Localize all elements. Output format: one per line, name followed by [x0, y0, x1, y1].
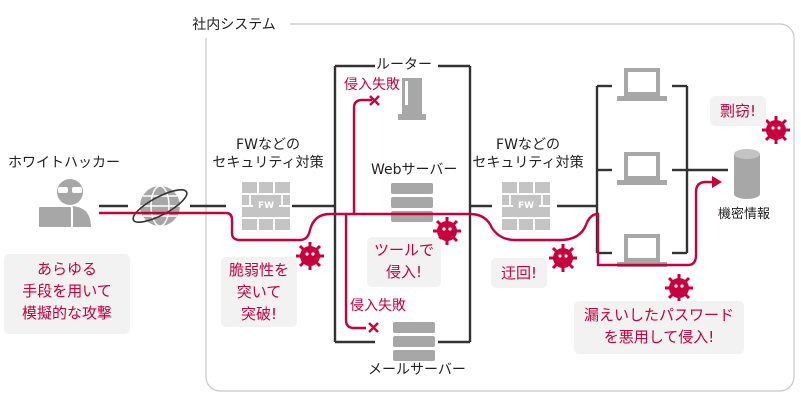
- router-icon: [398, 78, 426, 120]
- vulnerability-callout: 脆弱性を 突いて 突破!: [221, 257, 297, 327]
- virus-icon: [762, 116, 790, 144]
- firewall-left-line1: FWなどの: [236, 137, 300, 153]
- web-server-icon: [391, 183, 433, 222]
- laptop-icon: [617, 234, 667, 267]
- hacker-icon: [37, 179, 91, 229]
- password-line2: を悪用して侵入!: [603, 328, 715, 346]
- tool-line1: ツールで: [373, 241, 434, 259]
- firewall-right-badge: FW: [518, 201, 535, 211]
- vulnerability-line1: 脆弱性を: [228, 261, 289, 279]
- attack-means-callout: あらゆる 手段を用いて 模擬的な攻撃: [4, 254, 130, 334]
- system-boundary: [205, 23, 795, 392]
- router-label: ルーター: [376, 57, 432, 73]
- tool-line2: 侵入!: [385, 263, 422, 281]
- network-lines: [99, 64, 728, 344]
- firewall-left-badge: FW: [258, 201, 275, 211]
- attack-means-line1: あらゆる: [36, 260, 97, 278]
- detour-callout: 迂回!: [491, 258, 547, 288]
- firewall-left-icon: [242, 182, 290, 230]
- router-fail-label: 侵入失敗: [344, 77, 400, 93]
- system-title: 社内システム: [178, 12, 290, 38]
- detour-text: 迂回!: [500, 264, 537, 282]
- database-icon: [734, 149, 760, 199]
- firewall-left-label: FWなどの セキュリティ対策: [206, 136, 330, 172]
- vulnerability-line3: 突破!: [240, 305, 277, 323]
- laptop-icon: [617, 152, 667, 185]
- attack-means-line3: 模擬的な攻撃: [21, 304, 112, 322]
- close-icon: [368, 322, 379, 333]
- theft-text: 剽窃!: [719, 102, 756, 120]
- virus-icon: [665, 274, 693, 302]
- password-callout: 漏えいしたパスワード を悪用して侵入!: [574, 301, 744, 354]
- mail-server-label: メールサーバー: [368, 362, 466, 378]
- firewall-right-line1: FWなどの: [496, 137, 560, 153]
- firewall-right-line2: セキュリティ対策: [472, 155, 584, 171]
- internet-globe-icon: [132, 185, 188, 227]
- mail-fail-label: 侵入失敗: [350, 298, 406, 314]
- attack-arrowhead: [712, 176, 722, 188]
- mail-server-icon: [393, 322, 435, 361]
- tool-intrusion-callout: ツールで 侵入!: [367, 237, 441, 287]
- password-line1: 漏えいしたパスワード: [583, 306, 734, 324]
- virus-icon: [433, 217, 461, 245]
- attack-means-line2: 手段を用いて: [22, 282, 112, 300]
- vulnerability-line2: 突いて: [236, 283, 282, 301]
- firewall-left-line2: セキュリティ対策: [212, 155, 324, 171]
- web-server-label: Webサーバー: [371, 162, 458, 178]
- laptop-icon: [617, 68, 667, 101]
- database-label: 機密情報: [718, 207, 771, 222]
- firewall-right-icon: [502, 182, 550, 230]
- attacker-label: ホワイトハッカー: [8, 155, 120, 171]
- virus-icon: [296, 242, 324, 270]
- firewall-right-label: FWなどの セキュリティ対策: [466, 136, 590, 172]
- theft-callout: 剽窃!: [710, 96, 766, 126]
- close-icon: [369, 95, 380, 106]
- virus-icon: [549, 244, 577, 272]
- attack-path: [99, 98, 714, 330]
